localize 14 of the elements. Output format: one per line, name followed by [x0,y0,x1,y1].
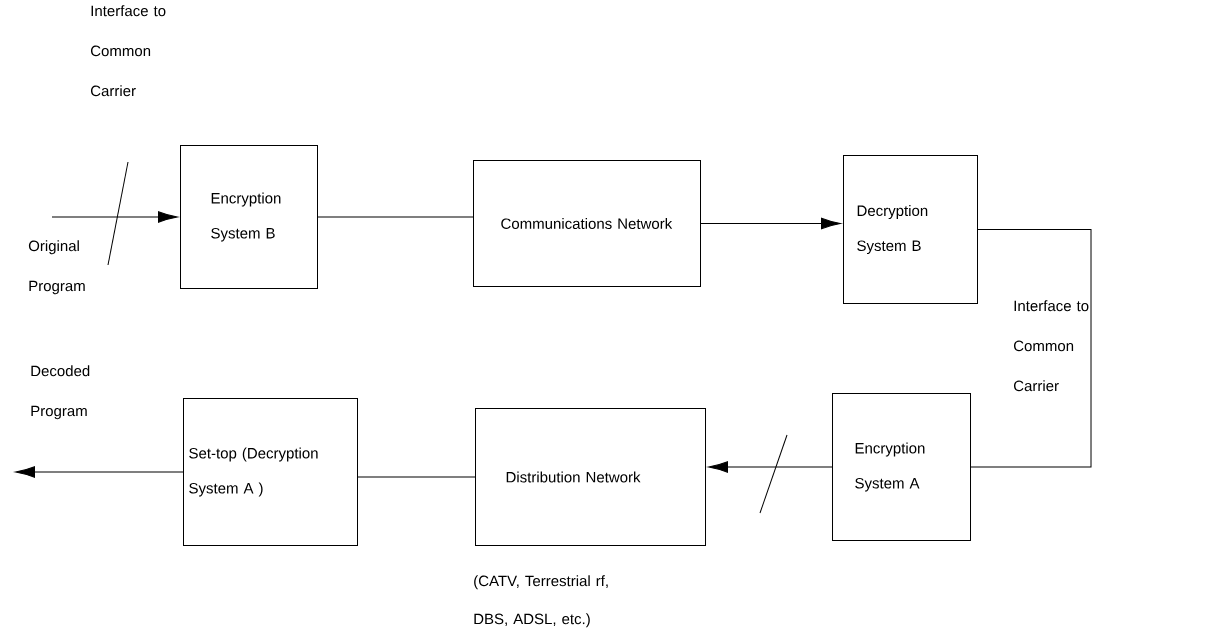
process-box: Communications Network [473,160,701,287]
process-box: Encryption System B [180,145,318,289]
note-text: (CATV, Terrestrial rf, DBS, ADSL, etc.) [474,575,608,628]
label-text: Interface to Common Carrier [1014,300,1089,392]
process-box: Decryption System B [843,155,978,304]
process-box: Set-top (Decryption System A ) [183,398,358,546]
process-box: Distribution Network [475,408,706,546]
label-text: Interface to Common Carrier [90,5,166,97]
connector-arrow [708,461,833,473]
label-text: Original Program [28,240,85,295]
connector-arrow [51,211,178,223]
connector-arrow [15,466,184,478]
label-text: Decoded Program [31,365,90,420]
process-box: Encryption System A [832,393,971,541]
